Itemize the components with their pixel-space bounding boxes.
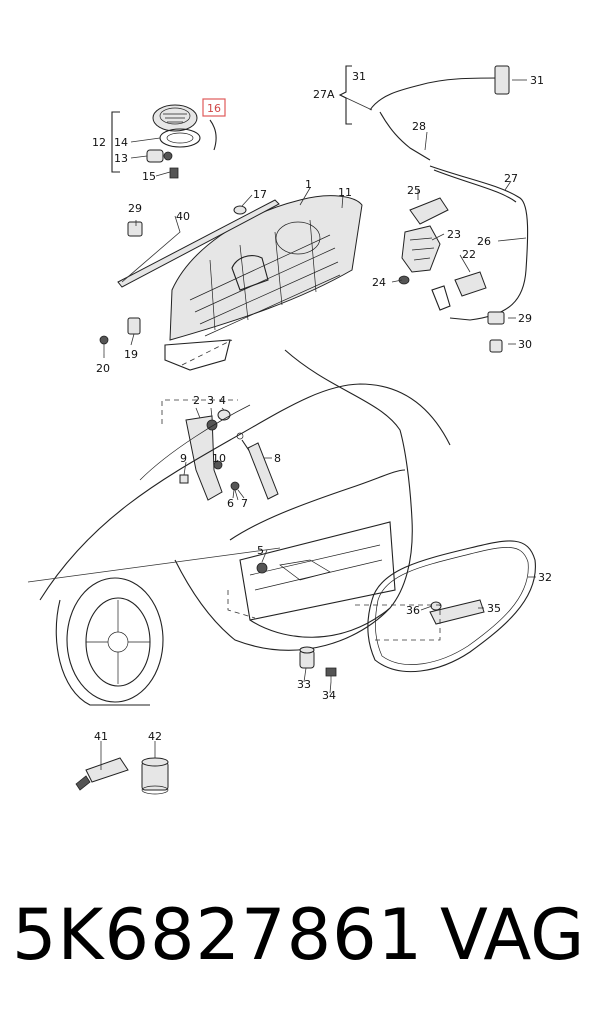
callout-15: 15 (142, 170, 156, 183)
trim-strip-40 (117, 199, 280, 288)
car-body (39, 349, 451, 706)
callout-33: 33 (297, 678, 311, 691)
callout-26: 26 (477, 235, 491, 248)
boot-lid-part-1 (164, 195, 363, 371)
highlight-box-16 (202, 98, 226, 117)
striker-35 (429, 599, 485, 625)
callout-40: 40 (176, 210, 190, 223)
callout-24: 24 (372, 276, 386, 289)
leader-lines (27, 79, 536, 770)
callout-16-highlighted: 16 (207, 102, 221, 115)
emblem-handle-assembly (111, 104, 217, 179)
callout-41: 41 (94, 730, 108, 743)
clip-29-left (127, 221, 143, 237)
callout-31-bracket: 31 (352, 70, 366, 83)
callout-10: 10 (212, 452, 226, 465)
callout-29-right: 29 (518, 312, 532, 325)
callout-29-left: 29 (128, 202, 142, 215)
callout-2: 2 (193, 394, 200, 407)
callout-8: 8 (274, 452, 281, 465)
bolt-20 (99, 335, 109, 345)
callout-20: 20 (96, 362, 110, 375)
release-cable (369, 65, 529, 353)
buffers-33-34 (299, 646, 337, 682)
callout-14: 14 (114, 136, 128, 149)
callout-9: 9 (180, 452, 187, 465)
grommet-17 (233, 205, 247, 215)
callout-5: 5 (257, 544, 264, 557)
callout-27: 27 (504, 172, 518, 185)
lubricant-can-42 (141, 757, 169, 795)
lock-assembly (398, 197, 487, 311)
parts-diagram: 1 2 3 4 5 6 7 8 9 10 11 12 13 14 15 16 1… (27, 65, 552, 795)
caption-bar: 5K6827861 VAG (0, 890, 600, 980)
callout-23: 23 (447, 228, 461, 241)
gas-strut-8 (236, 432, 279, 500)
hinge-assembly (179, 409, 240, 501)
callout-27a: 27A (313, 88, 335, 101)
bracket-19 (127, 317, 141, 335)
nut-36 (430, 601, 442, 611)
callout-25: 25 (407, 184, 421, 197)
callout-22: 22 (462, 248, 476, 261)
callout-35: 35 (487, 602, 501, 615)
callout-31: 31 (530, 74, 544, 87)
callout-32: 32 (538, 571, 552, 584)
part-number-text: 5K6827861 (12, 894, 424, 976)
callout-7: 7 (241, 497, 248, 510)
callout-1: 1 (305, 178, 312, 191)
exploded-view-drawing: 1 2 3 4 5 6 7 8 9 10 11 12 13 14 15 16 1… (27, 65, 552, 795)
brand-text: VAG (440, 894, 585, 976)
callout-42: 42 (148, 730, 162, 743)
callout-4: 4 (219, 394, 226, 407)
callout-34: 34 (322, 689, 336, 702)
callout-17: 17 (253, 188, 267, 201)
callout-12: 12 (92, 136, 106, 149)
callout-3: 3 (207, 394, 214, 407)
callout-30: 30 (518, 338, 532, 351)
seal-32 (367, 540, 536, 673)
callout-19: 19 (124, 348, 138, 361)
callout-36: 36 (406, 604, 420, 617)
callout-28: 28 (412, 120, 426, 133)
callout-6: 6 (227, 497, 234, 510)
grease-tube-41 (75, 757, 129, 791)
callout-labels: 1 2 3 4 5 6 7 8 9 10 11 12 13 14 15 16 1… (92, 70, 552, 743)
callout-13: 13 (114, 152, 128, 165)
callout-11: 11 (338, 186, 352, 199)
